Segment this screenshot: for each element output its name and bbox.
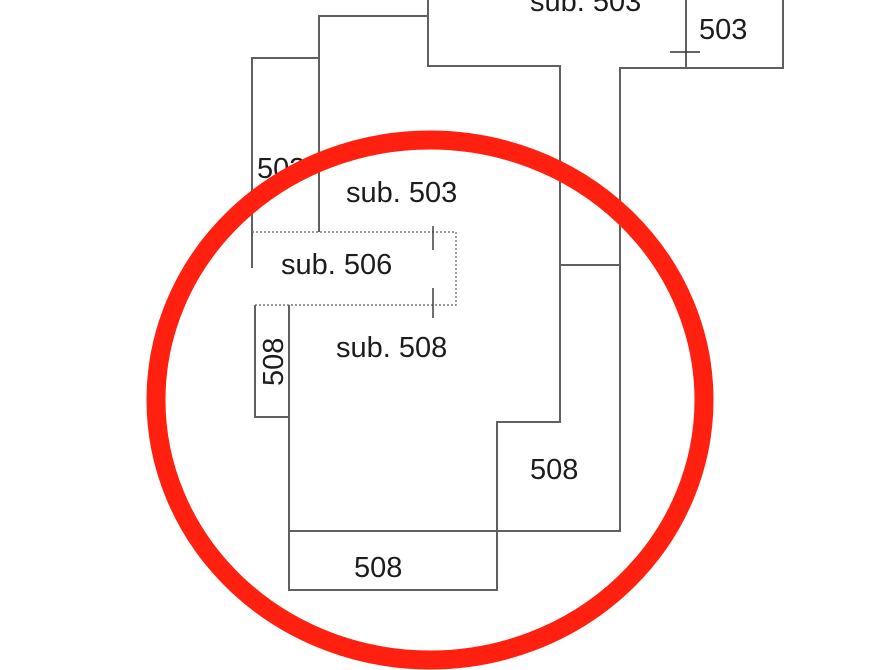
parcel-outline-508-right: [497, 265, 621, 532]
highlight-circle: [146, 130, 714, 670]
label-sub-503: sub. 503: [346, 177, 457, 209]
label-sub-508: sub. 508: [336, 332, 447, 364]
parcel-outline-middle-lower: [288, 265, 561, 591]
parcel-outline-503-top-right: [427, 0, 784, 266]
label-top-right-503: 503: [699, 14, 747, 46]
sub-506-dotted-box: [252, 231, 457, 306]
label-top-sub-503: sub. 503: [530, 0, 641, 18]
label-bottom-508: 508: [354, 552, 402, 584]
label-right-508: 508: [530, 454, 578, 486]
label-sub-506: sub. 506: [281, 249, 392, 281]
label-left-508-vertical: 508: [258, 338, 290, 386]
